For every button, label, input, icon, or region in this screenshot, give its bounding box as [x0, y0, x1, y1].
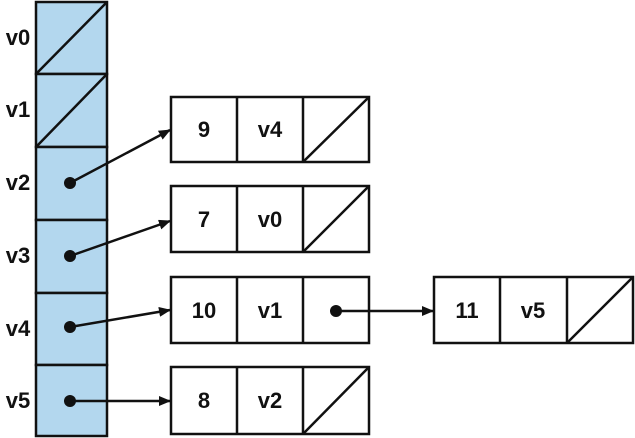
list-node-8: 8 v2: [169, 365, 371, 436]
node-value: 10: [192, 298, 216, 323]
null-slash: [35, 73, 108, 148]
node-vertex: v0: [258, 207, 282, 232]
array-label-v1: v1: [6, 97, 30, 122]
arrow-v3-to-7: [69, 219, 171, 258]
null-slash: [302, 366, 370, 435]
node-vertex: v1: [258, 298, 282, 323]
array-slot-v1: [34, 72, 109, 149]
node-value: 11: [455, 298, 478, 323]
null-slash: [302, 96, 370, 163]
node-value: 8: [198, 388, 210, 413]
null-slash: [566, 276, 634, 344]
arrow-v4-to-10: [69, 306, 171, 329]
list-node-7: 7 v0: [169, 184, 371, 254]
array-slot-v4: [34, 291, 109, 367]
list-node-9: 9 v4: [169, 95, 371, 164]
null-slash: [302, 185, 370, 253]
pointer-dot: [64, 250, 76, 262]
null-slash: [35, 1, 108, 75]
node-vertex: v5: [521, 298, 545, 323]
array-slot-v0: [34, 0, 109, 76]
array-label-v2: v2: [6, 170, 30, 195]
arrow-v2-to-9: [69, 128, 171, 185]
array-label-v0: v0: [6, 25, 30, 50]
array-label-v4: v4: [6, 316, 31, 341]
array-label-v5: v5: [6, 388, 30, 413]
node-vertex: v4: [258, 117, 283, 142]
node-value: 9: [198, 117, 210, 142]
list-node-11: 11 v5: [432, 275, 635, 345]
node-vertex: v2: [258, 388, 282, 413]
node-value: 7: [198, 207, 210, 232]
array-label-v3: v3: [6, 243, 30, 268]
